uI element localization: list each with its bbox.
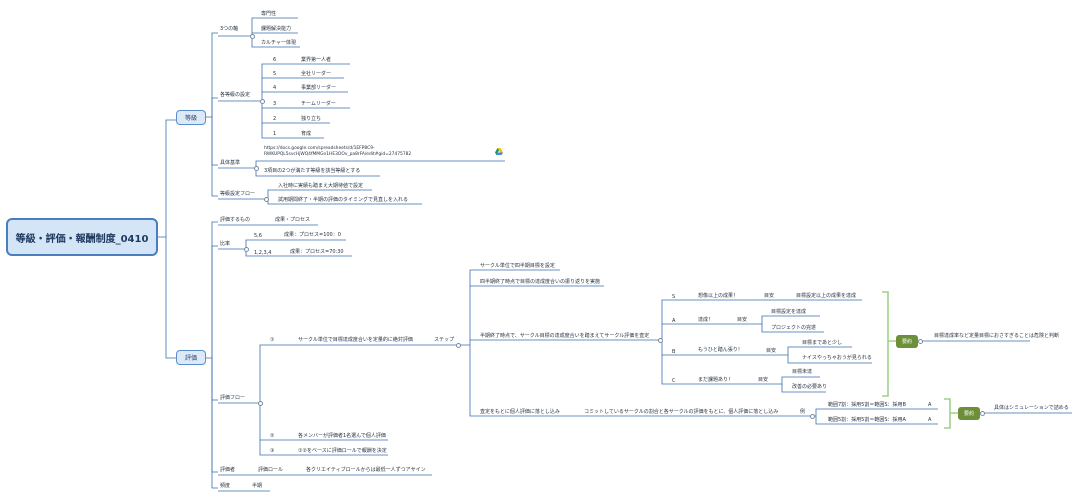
level-name[interactable]: チームリーダー xyxy=(301,101,336,107)
google-drive-icon[interactable] xyxy=(495,148,503,155)
guide-item[interactable]: 目標未達 xyxy=(792,369,813,375)
axis-item[interactable]: 課題解決能力 xyxy=(261,26,292,32)
node-criteria[interactable]: 具体基準 xyxy=(220,160,241,166)
level-num[interactable]: 3 xyxy=(273,101,277,107)
level-name[interactable]: 業界第一人者 xyxy=(301,57,332,63)
guide-item[interactable]: プロジェクトの完遂 xyxy=(771,325,817,331)
collapse-toggle-icon[interactable] xyxy=(658,338,663,343)
ratio-grades[interactable]: 1,2,3,4 xyxy=(254,250,272,256)
level-num[interactable]: 2 xyxy=(273,116,277,122)
grade-letter[interactable]: A xyxy=(672,318,676,324)
collapse-toggle-icon[interactable] xyxy=(244,247,249,252)
evaluator-value[interactable]: 各クリエイティブロールからは最低一人ずつアサイン xyxy=(306,467,426,473)
guide-label[interactable]: 目安 xyxy=(737,317,748,323)
node-grade-flow[interactable]: 等級設定フロー xyxy=(220,191,256,197)
node-evaluation[interactable]: 評価 xyxy=(176,350,206,365)
node-grade[interactable]: 等級 xyxy=(176,110,206,125)
node-level-defs[interactable]: 各等級の設定 xyxy=(220,92,251,98)
level-num[interactable]: 4 xyxy=(273,85,277,91)
root-node[interactable]: 等級・評価・報酬制度_0410 xyxy=(6,218,158,256)
flow-step2[interactable]: 各メンバーが評価者1名選んで個人評価 xyxy=(298,433,386,439)
example-label[interactable]: 例 xyxy=(800,409,806,415)
grade-letter[interactable]: S xyxy=(672,294,676,300)
grade-desc[interactable]: 想像以上の成果！ xyxy=(698,293,739,299)
flow-step-number: ② xyxy=(270,433,275,439)
axis-item[interactable]: 専門性 xyxy=(261,11,277,17)
axis-item[interactable]: カルチャー体現 xyxy=(261,40,296,46)
node-eval-flow[interactable]: 評価フロー xyxy=(220,395,246,401)
flow-step-number: ① xyxy=(270,337,275,343)
grade-flow-item[interactable]: 入社時に実績も踏まえ大期待値で設定 xyxy=(278,183,364,189)
frequency-value[interactable]: 半期 xyxy=(252,483,263,489)
ratio-grades[interactable]: 5,6 xyxy=(254,233,262,239)
collapse-toggle-icon[interactable] xyxy=(918,339,923,344)
step-item[interactable]: 半期終了時点で、サークル目標の達成度合いを踏まえてサークル評価を査定 xyxy=(480,333,650,339)
node-evaluator[interactable]: 評価者 xyxy=(220,467,236,473)
step-item[interactable]: 四半期終了時点で目標の達成度合いの振り返りを実施 xyxy=(480,279,601,285)
node-ratio[interactable]: 比率 xyxy=(220,241,231,247)
grade-flow-item[interactable]: 試用期間終了・半期の評価のタイミングで見直しを入れる xyxy=(278,197,409,203)
collapse-toggle-icon[interactable] xyxy=(258,401,263,406)
summary-badge[interactable]: 要約 xyxy=(896,335,918,348)
node-axes[interactable]: 3つの軸 xyxy=(220,26,239,32)
guide-item[interactable]: 目標設定以上の成果を達成 xyxy=(796,293,857,299)
node-frequency[interactable]: 頻度 xyxy=(220,483,231,489)
step-item[interactable]: サークル単位で四半期目標を設定 xyxy=(480,263,555,269)
level-name[interactable]: 独り立ち xyxy=(301,116,322,122)
flow-step-number: ③ xyxy=(270,448,275,454)
level-num[interactable]: 6 xyxy=(273,57,277,63)
grade-desc[interactable]: もうひと踏ん張り！ xyxy=(698,347,743,353)
guide-label[interactable]: 目安 xyxy=(764,293,775,299)
example-item[interactable]: 範囲5割：採用5割＝範囲S：採用A xyxy=(828,417,906,423)
steps-node[interactable]: ステップ xyxy=(434,337,455,343)
grade-desc[interactable]: まだ課題あり！ xyxy=(698,377,734,383)
individual-desc[interactable]: コミットしているサークルの割合と各サークルの評価をもとに、個人評価に落とし込み xyxy=(584,409,779,415)
level-num[interactable]: 1 xyxy=(273,131,277,137)
criteria-rule[interactable]: 3項目の2つが満たす等級を該当等級とする xyxy=(264,168,361,174)
collapse-toggle-icon[interactable] xyxy=(456,343,461,348)
guide-label[interactable]: 目安 xyxy=(766,348,777,354)
summary-badge[interactable]: 要約 xyxy=(958,407,980,420)
summary-text[interactable]: 具体はシミュレーションで詰める xyxy=(994,405,1069,411)
flow-step1[interactable]: サークル単位で目標達成度合いを定量的に絶対評価 xyxy=(298,337,413,343)
guide-item[interactable]: 目標設定を達成 xyxy=(771,309,807,315)
level-name[interactable]: 事業部リーダー xyxy=(301,85,337,91)
summary-text[interactable]: 目標達成率など定量目標におさすぎることは危険と判断 xyxy=(934,333,1060,339)
flow-step3[interactable]: ①②をベースに評価ロールで報酬を決定 xyxy=(298,448,387,454)
ratio-value[interactable]: 成果：プロセス=100：0 xyxy=(284,232,341,238)
guide-item[interactable]: 改善の必要あり xyxy=(792,384,828,390)
collapse-toggle-icon[interactable] xyxy=(980,411,985,416)
grade-desc[interactable]: 達成！ xyxy=(698,317,714,323)
guide-label[interactable]: 目安 xyxy=(758,377,769,383)
grade-letter[interactable]: C xyxy=(672,378,676,384)
example-result[interactable]: A xyxy=(928,417,932,423)
collapse-toggle-icon[interactable] xyxy=(810,414,815,419)
collapse-toggle-icon[interactable] xyxy=(254,166,259,171)
guide-item[interactable]: 目標まであと少し xyxy=(802,340,842,346)
individual-eval[interactable]: 査定をもとに個人評価に落とし込み xyxy=(480,409,560,415)
grade-letter[interactable]: B xyxy=(672,349,676,355)
node-eval-targets[interactable]: 評価するもの xyxy=(220,217,251,223)
collapse-toggle-icon[interactable] xyxy=(264,197,269,202)
ratio-value[interactable]: 成果：プロセス=70:30 xyxy=(290,249,344,255)
level-name[interactable]: 全社リーダー xyxy=(301,71,332,77)
collapse-toggle-icon[interactable] xyxy=(250,34,255,39)
eval-targets-value[interactable]: 成果・プロセス xyxy=(275,217,311,223)
example-result[interactable]: A xyxy=(928,402,932,408)
level-num[interactable]: 5 xyxy=(273,71,277,77)
evaluator-role[interactable]: 評価ロール xyxy=(258,467,284,473)
criteria-url-link[interactable]: https://docs.google.com/spreadsheets/d/1… xyxy=(264,146,412,157)
level-name[interactable]: 育成 xyxy=(301,131,312,137)
collapse-toggle-icon[interactable] xyxy=(260,99,265,104)
example-item[interactable]: 範囲7割：採用5割＝範囲S：採用B xyxy=(828,402,906,408)
guide-item[interactable]: ナイスやっちゃおうが見られる xyxy=(802,355,872,361)
